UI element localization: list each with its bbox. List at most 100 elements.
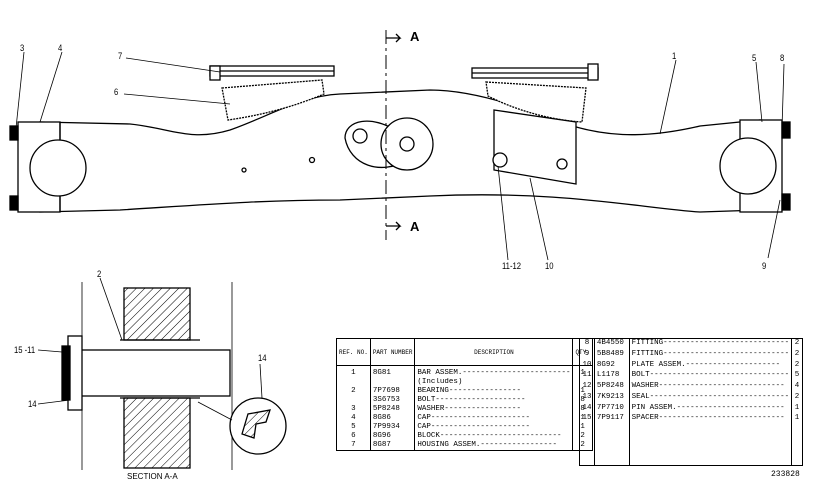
cell-part: 8G92 (594, 360, 630, 372)
table-filler-row (579, 425, 803, 466)
empty-cell (579, 425, 595, 466)
cell-desc: PLATE ASSEM.--------------------- (629, 360, 793, 372)
cell-desc: WASHER----------------- (414, 405, 574, 414)
cell-ref: 2 (336, 387, 371, 396)
header-part-number: PART NUMBER (370, 338, 416, 366)
cell-desc: WASHER---------------------------- (629, 382, 793, 393)
cell-ref: 10 (579, 360, 595, 372)
callout-14-right: 14 (258, 353, 267, 363)
cell-desc: BLOCK--------------------------- (414, 432, 574, 441)
cell-qty: 2 (794, 339, 800, 347)
cell-part: 8G86 (370, 414, 416, 423)
callout-6: 6 (114, 87, 119, 97)
cell-desc: PIN ASSEM.------------------------ (629, 403, 793, 415)
cell-part: 8G81 (370, 365, 416, 378)
callout-7: 7 (118, 51, 123, 61)
cell-part: 5P8248 (594, 382, 630, 393)
callout-8: 8 (780, 53, 785, 63)
cell-part: 7P7710 (594, 403, 630, 415)
cell-ref: 7 (336, 441, 371, 451)
cell-desc: CAP---------------------- (414, 423, 574, 432)
cell-qty: 2 (794, 349, 800, 358)
cell-ref: 5 (336, 423, 371, 432)
callout-11-12: 11-12 (502, 261, 522, 271)
pin-assembly (79, 349, 231, 397)
cell-ref: 8 (579, 338, 595, 350)
cell-part: 5B8489 (594, 349, 630, 361)
table-row: (Includes) (336, 378, 593, 387)
plate-assembly (493, 109, 577, 185)
cell-desc: HOUSING ASSEM.----------------- (414, 441, 574, 451)
callout-14-left: 14 (28, 399, 37, 409)
section-label: SECTION A-A (127, 472, 178, 481)
cell-desc: CAP---------------------- (414, 414, 574, 423)
cell-desc: FITTING---------------------------- (629, 349, 793, 361)
cell-qty: 1 (794, 403, 800, 412)
header-description: DESCRIPTION (414, 338, 574, 366)
left-block (221, 79, 325, 121)
callout-15-11: 15 -11 (14, 345, 36, 355)
cell-qty: 1 (794, 414, 800, 423)
cell-ref: 9 (579, 349, 595, 361)
cell-ref (336, 378, 371, 387)
cell-part: 7P9117 (594, 414, 630, 425)
cell-ref: 6 (336, 432, 371, 441)
cell-qty: 2 (794, 360, 800, 369)
cell-ref: 11 (579, 371, 595, 383)
cell-ref: 4 (336, 414, 371, 423)
callout-3: 3 (20, 43, 25, 53)
cell-desc: BEARING---------------- (414, 387, 574, 396)
cell-desc: FITTING---------------------------- (629, 338, 793, 350)
empty-cell (629, 425, 793, 466)
left-end-bore (29, 139, 87, 197)
cell-desc: SPACER---------------------------- (629, 414, 793, 425)
cell-desc: BAR ASSEM.------------------------ (414, 365, 574, 378)
cell-part: 8G96 (370, 432, 416, 441)
callout-5: 5 (752, 53, 757, 63)
callout-2: 2 (97, 269, 102, 279)
right-end-bore (719, 137, 777, 195)
cell-part: 5P8248 (370, 405, 416, 414)
cell-ref: 13 (579, 392, 595, 404)
cell-part: 8G87 (370, 441, 416, 451)
table-header-row: REF. NO. PART NUMBER DESCRIPTION QTY. (336, 338, 593, 366)
cell-desc: SEAL------------------------------- (629, 392, 793, 404)
cell-ref: 14 (579, 403, 595, 415)
section-marker-a-top: A (410, 29, 420, 44)
cell-desc: (Includes) (414, 378, 574, 387)
cell-desc: BOLT-------------------- (414, 396, 574, 405)
empty-cell (792, 425, 803, 466)
cell-ref: 1 (336, 365, 371, 378)
right-block (485, 81, 587, 123)
section-a-a-view (37, 277, 287, 470)
cell-ref: 15 (579, 414, 595, 425)
cell-part (370, 378, 416, 387)
center-pin (380, 117, 434, 171)
cell-ref: 3 (336, 405, 371, 414)
callout-4: 4 (58, 43, 63, 53)
cell-qty: 2 (794, 392, 800, 401)
section-marker-a-bottom: A (410, 219, 420, 234)
cell-qty: 5 (794, 371, 800, 380)
cell-part: L1178 (594, 371, 630, 383)
cell-part: 3S6753 (370, 396, 416, 405)
cell-part: 7K9213 (594, 392, 630, 404)
cell-qty: 4 (794, 382, 800, 391)
callout-10: 10 (545, 261, 554, 271)
